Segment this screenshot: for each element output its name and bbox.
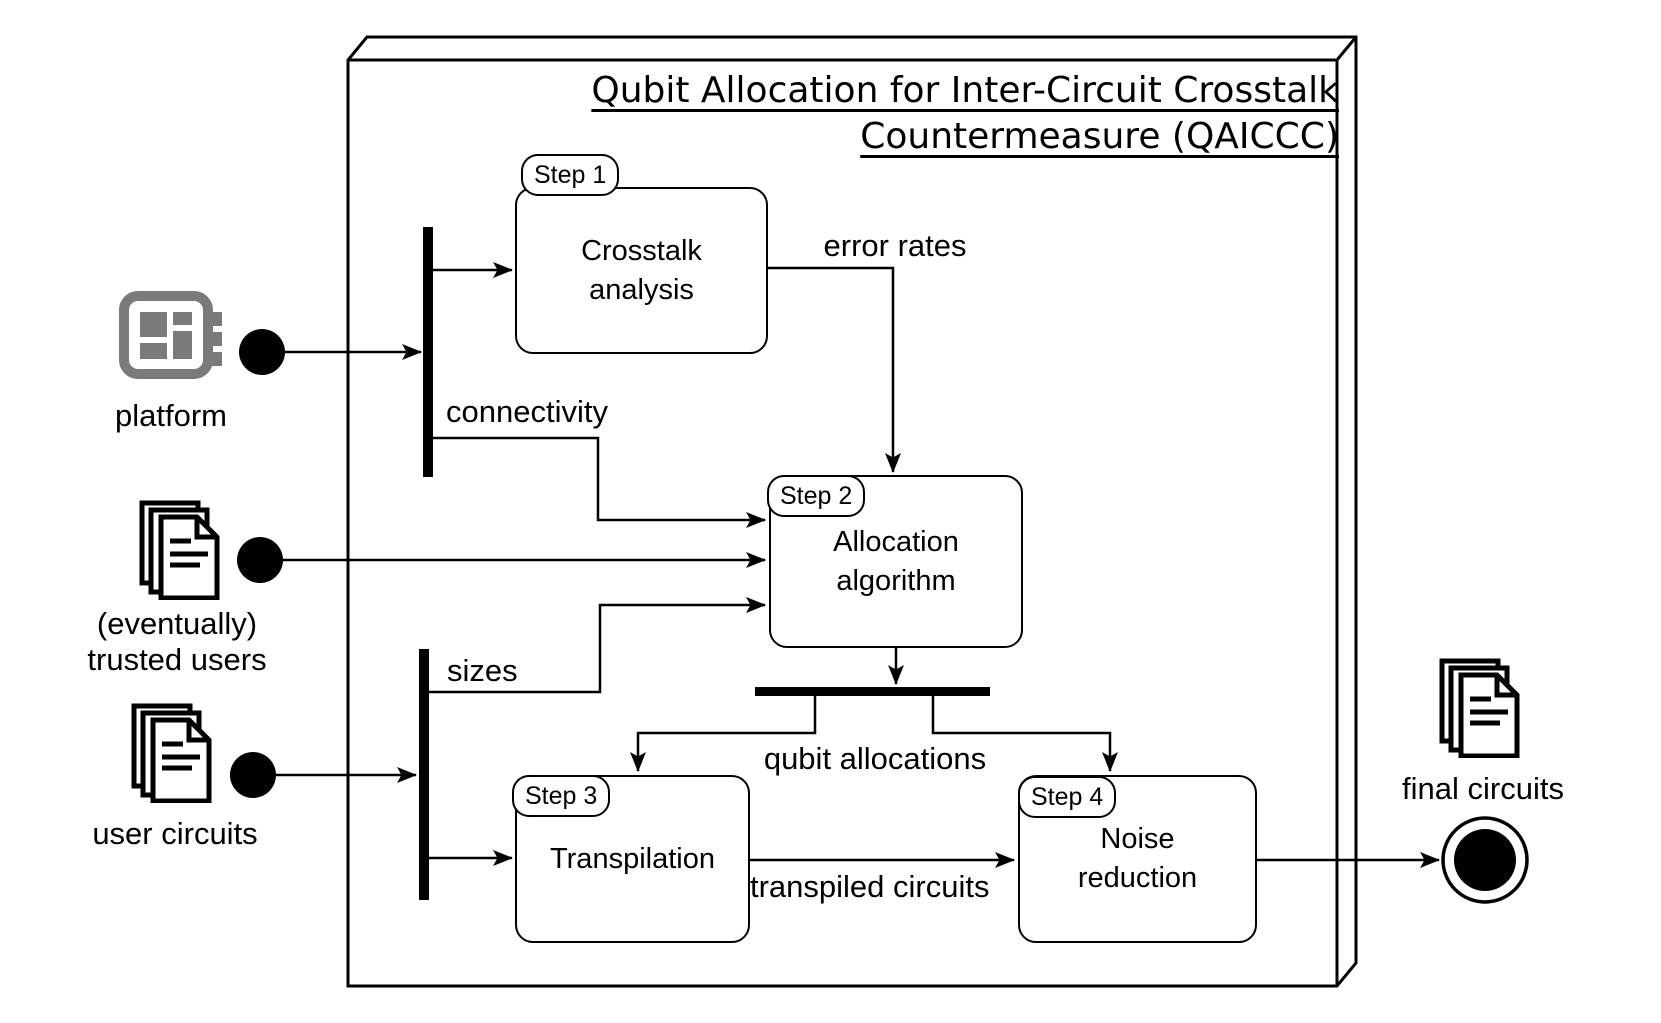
documents-stack-icon bbox=[139, 500, 220, 600]
edge-label-qubit-allocations: qubit allocations bbox=[763, 741, 987, 776]
fork-bar-user-circuits bbox=[419, 649, 429, 900]
user-circuits-label: user circuits bbox=[92, 816, 258, 851]
edge-label-transpiled-circuits: transpiled circuits bbox=[750, 869, 990, 904]
activity-label: reduction bbox=[1077, 862, 1198, 894]
activity-label: analysis bbox=[589, 273, 694, 306]
documents-stack-icon bbox=[1439, 658, 1520, 758]
diagram-title-line1: Qubit Allocation for Inter-Circuit Cross… bbox=[591, 70, 1339, 111]
step3-badge: Step 3 bbox=[512, 775, 611, 817]
trusted-users-label: (eventually) trusted users bbox=[87, 606, 267, 677]
edge-error-rates bbox=[767, 266, 901, 473]
activity-label: Allocation bbox=[833, 525, 959, 558]
diagram-title-line2: Countermeasure (QAICCC) bbox=[860, 116, 1339, 157]
activity-crosstalk-analysis: Crosstalk analysis bbox=[515, 187, 768, 354]
edge-fork3-to-noise-reduction bbox=[931, 696, 1118, 772]
edge-sizes bbox=[429, 597, 766, 694]
documents-stack-icon bbox=[131, 703, 212, 803]
fork-bar-allocations bbox=[755, 687, 990, 696]
edge-fork3-to-transpilation bbox=[630, 696, 817, 772]
initial-node-trusted-users bbox=[237, 537, 283, 583]
platform-label: platform bbox=[115, 398, 227, 433]
edge-label-connectivity: connectivity bbox=[446, 394, 608, 429]
edge-label-sizes: sizes bbox=[447, 653, 518, 688]
diagram-title: Qubit Allocation for Inter-Circuit Cross… bbox=[591, 68, 1339, 160]
step2-badge: Step 2 bbox=[767, 475, 866, 517]
initial-node-platform bbox=[239, 329, 285, 375]
edge-connectivity bbox=[433, 436, 766, 528]
edge-label-error-rates: error rates bbox=[823, 228, 967, 263]
final-circuits-label: final circuits bbox=[1402, 771, 1564, 806]
activity-label: Crosstalk bbox=[581, 234, 702, 267]
step4-badge: Step 4 bbox=[1018, 776, 1117, 818]
activity-label: algorithm bbox=[836, 564, 956, 597]
activity-label: Transpilation bbox=[550, 842, 715, 875]
chip-icon bbox=[119, 291, 222, 379]
activity-label: Noise bbox=[1100, 823, 1175, 855]
flow-edges bbox=[276, 262, 1440, 868]
fork-bar-platform bbox=[423, 227, 433, 477]
final-node bbox=[1441, 816, 1529, 904]
initial-node-user-circuits bbox=[230, 752, 276, 798]
step1-badge: Step 1 bbox=[521, 154, 620, 196]
